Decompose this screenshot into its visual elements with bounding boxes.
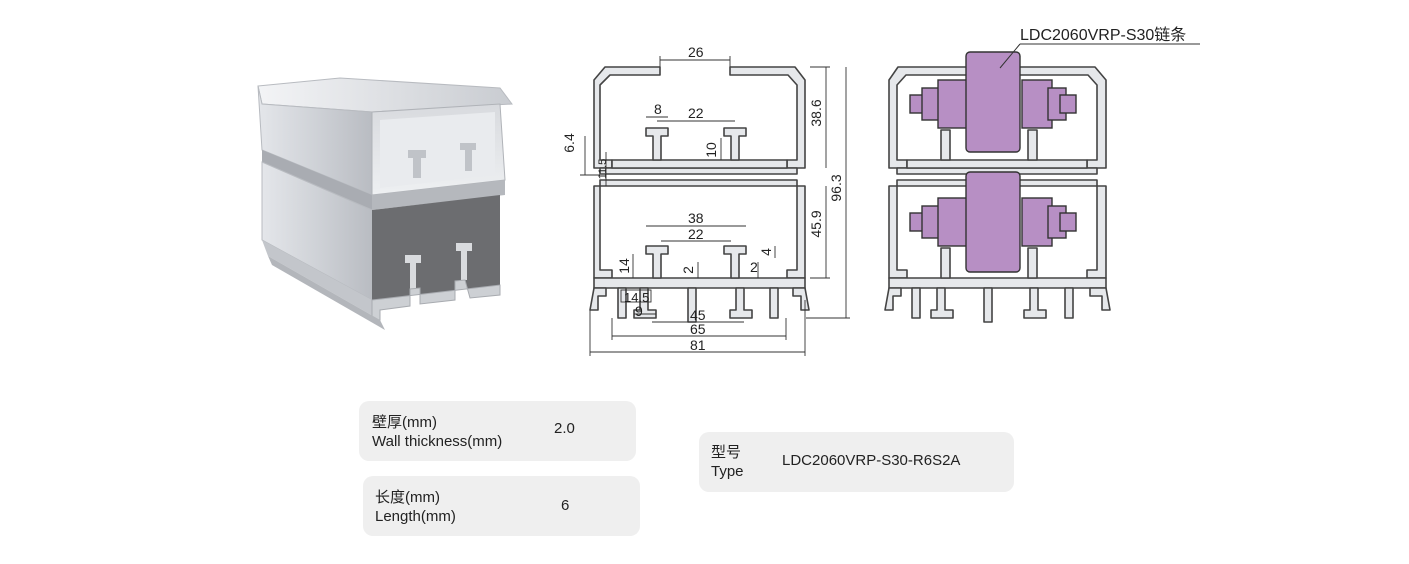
dim-foot-span: 65 [690, 321, 706, 337]
type-value: LDC2060VRP-S30-R6S2A [782, 452, 961, 469]
dim-slot-pitch-lower: 22 [688, 226, 704, 242]
length-card: 长度(mm) Length(mm) 6 [363, 476, 640, 536]
dim-lip: 6.4 [561, 133, 577, 153]
dim-total-width: 81 [690, 337, 706, 353]
dim-foot-slot-open: 9 [635, 303, 643, 319]
dim-total-height: 96.3 [828, 174, 844, 201]
length-value: 6 [561, 497, 570, 514]
dim-foot-slot-width: 14.5 [624, 290, 649, 305]
dim-slot-span-lower: 38 [688, 210, 704, 226]
chain-label: LDC2060VRP-S30链条 [1020, 26, 1186, 44]
dim-slot-width-upper: 8 [654, 101, 662, 117]
wall-thickness-card: 壁厚(mm) Wall thickness(mm) 2.0 [359, 401, 636, 461]
dim-slot-pitch-upper: 22 [688, 105, 704, 121]
length-label-en: Length(mm) [375, 508, 456, 525]
dim-lower-height: 45.9 [808, 210, 824, 237]
wall-thickness-label-en: Wall thickness(mm) [372, 433, 503, 450]
wall-thickness-label-cn: 壁厚(mm) [372, 414, 437, 431]
dim-wall-lower-b: 2 [750, 259, 758, 275]
dim-foot-pitch: 45 [690, 307, 706, 323]
type-label-cn: 型号 [711, 444, 742, 461]
dim-lip-small: 11.5 [597, 159, 609, 180]
length-label-cn: 长度(mm) [375, 489, 440, 506]
dim-upper-height: 38.6 [808, 99, 824, 126]
dim-slot-depth-lower: 14 [616, 258, 632, 274]
type-card: 型号 Type LDC2060VRP-S30-R6S2A [699, 432, 1014, 492]
type-label-en: Type [711, 463, 744, 480]
dim-wall-lower-a: 2 [680, 266, 696, 274]
dim-top-gap: 26 [688, 44, 704, 60]
dim-slot-lower-right: 4 [758, 248, 774, 256]
wall-thickness-value: 2.0 [554, 420, 575, 437]
dim-slot-depth-upper: 10 [703, 142, 719, 158]
